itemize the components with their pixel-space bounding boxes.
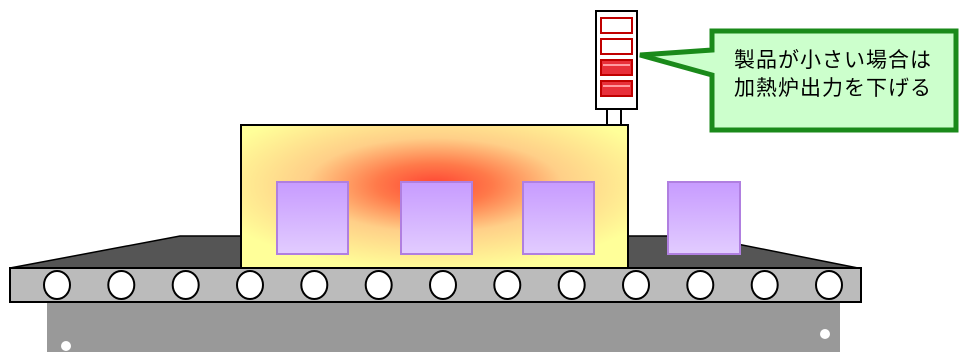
conveyor-roller: [750, 270, 779, 300]
conveyor-roller: [300, 270, 329, 300]
product-in-furnace: [400, 181, 473, 255]
conveyor-roller: [43, 270, 71, 300]
furnace-products: [276, 181, 595, 255]
indicator-cell-unlit: [600, 17, 633, 34]
callout-line-2: 加熱炉出力を下げる: [734, 76, 932, 100]
conveyor-roller: [236, 270, 264, 300]
indicator-cell-lit: [600, 80, 633, 97]
conveyor-roller: [622, 270, 650, 300]
conveyor-roller: [171, 270, 200, 300]
callout-line-1: 製品が小さい場合は: [734, 48, 932, 72]
product-outside-furnace: [667, 181, 741, 255]
machine-base: [47, 298, 840, 352]
conveyor-roller: [429, 270, 457, 300]
indicator-cell-unlit: [600, 38, 633, 55]
conveyor-roller: [686, 270, 715, 300]
product-in-furnace: [522, 181, 595, 255]
conveyor-roller: [364, 270, 393, 300]
conveyor-roller: [107, 270, 136, 300]
conveyor-roller: [557, 270, 586, 300]
indicator-cell-lit: [600, 59, 633, 76]
conveyor-roller: [493, 270, 522, 300]
roller-row: [43, 270, 843, 300]
indicator-level-cells: [600, 17, 633, 97]
conveyor-roller: [815, 270, 843, 300]
callout-box: [639, 28, 959, 133]
product-in-furnace: [276, 181, 349, 255]
callout-text: 製品が小さい場合は 加熱炉出力を下げる: [716, 46, 950, 102]
base-bolt: [820, 329, 830, 339]
base-bolt: [61, 341, 71, 351]
